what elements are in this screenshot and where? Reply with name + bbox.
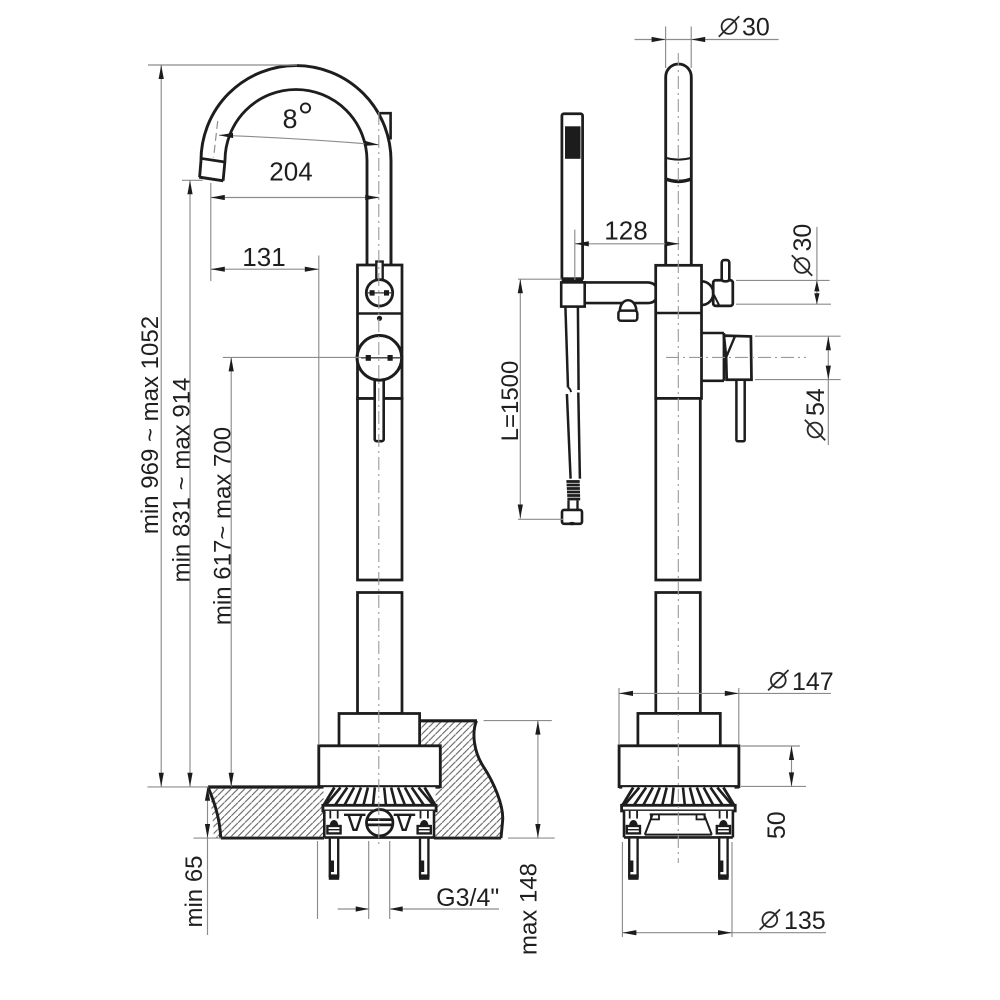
svg-text:min 831 ~ max 914: min 831 ~ max 914 — [169, 378, 196, 583]
svg-text:G3/4": G3/4" — [436, 884, 499, 912]
svg-text:131: 131 — [242, 242, 285, 272]
svg-text:128: 128 — [604, 216, 647, 246]
svg-text:54: 54 — [802, 388, 830, 416]
svg-text:L=1500: L=1500 — [497, 361, 524, 442]
svg-text:135: 135 — [784, 907, 826, 935]
svg-text:204: 204 — [269, 157, 312, 187]
svg-text:8: 8 — [282, 104, 297, 134]
svg-text:min 969 ~ max 1052: min 969 ~ max 1052 — [137, 316, 164, 534]
svg-text:max 148: max 148 — [516, 863, 543, 955]
svg-text:30: 30 — [789, 224, 817, 252]
svg-text:min 617~ max 700: min 617~ max 700 — [210, 427, 237, 625]
svg-text:min 65: min 65 — [181, 855, 208, 927]
svg-text:30: 30 — [742, 14, 770, 42]
svg-text:147: 147 — [792, 668, 834, 696]
svg-text:50: 50 — [763, 811, 791, 839]
